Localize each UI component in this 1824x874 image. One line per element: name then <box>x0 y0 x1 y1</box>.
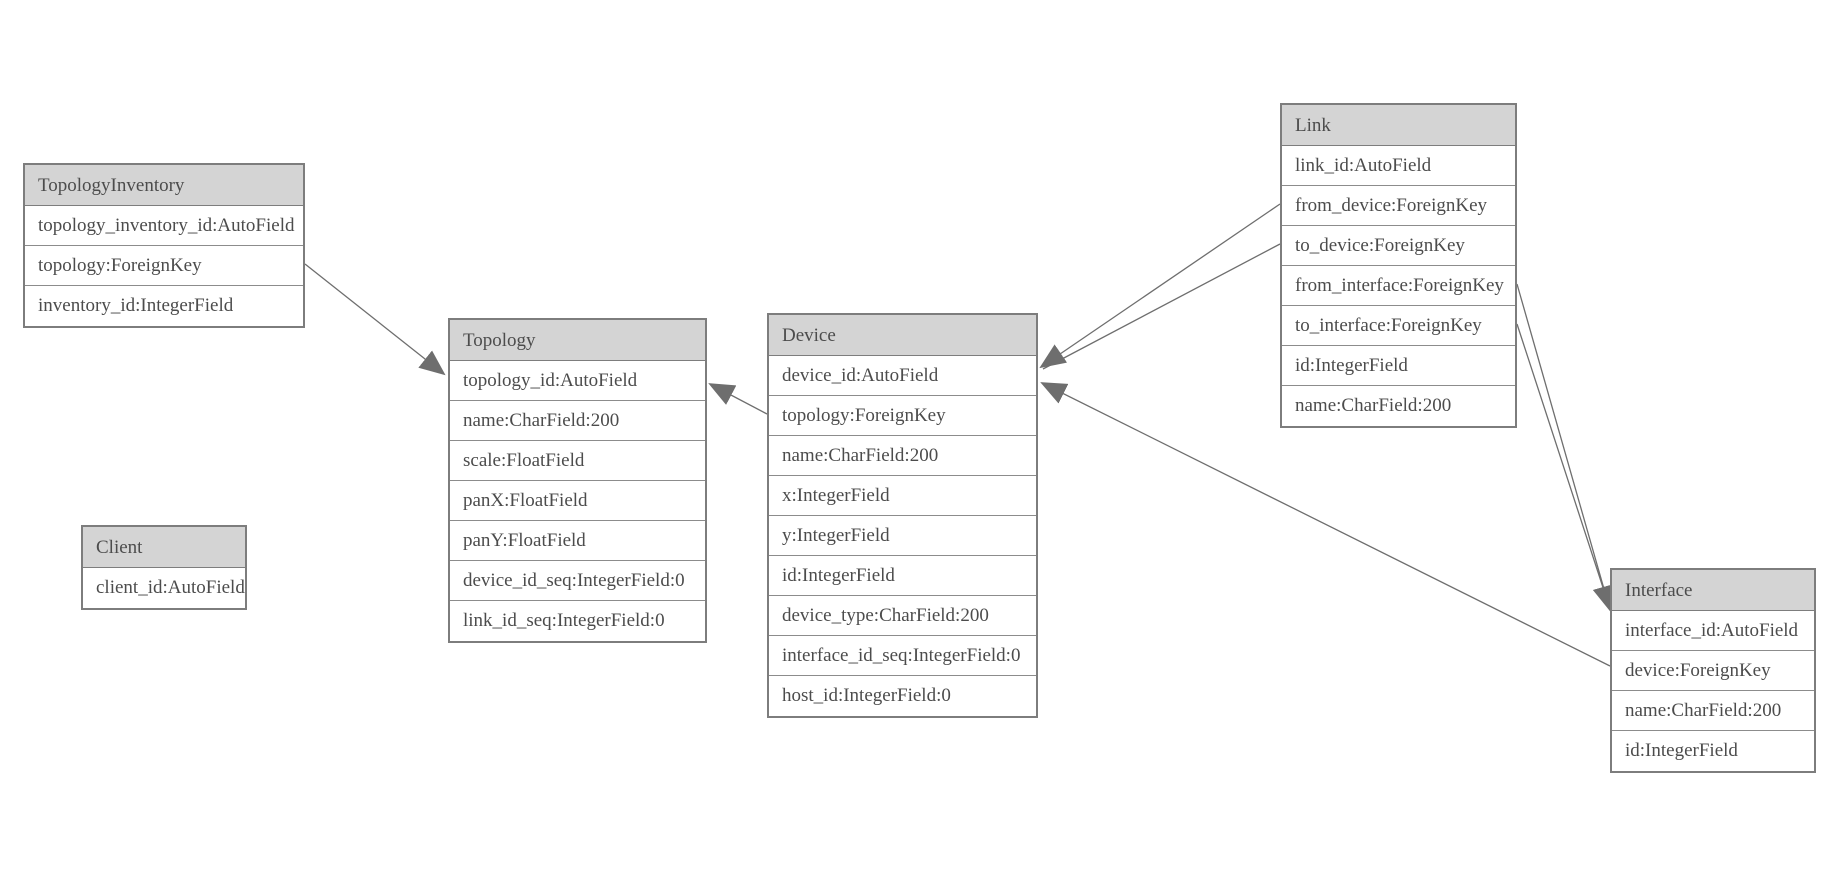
edge-device-topology <box>708 383 768 415</box>
entity-name: Topology <box>450 320 705 361</box>
field-row-device: device:ForeignKey <box>1612 651 1814 691</box>
field-row-topology: topology:ForeignKey <box>769 396 1036 436</box>
field-row-name: name:CharField:200 <box>1612 691 1814 731</box>
edge-link-to-interface-interface <box>1516 323 1612 613</box>
entity-client: Client client_id:AutoField <box>81 525 247 610</box>
field-row-interface_id: interface_id:AutoField <box>1612 611 1814 651</box>
edge-topologyinventory-topology <box>304 263 446 376</box>
field-row-to_device: to_device:ForeignKey <box>1282 226 1515 266</box>
field-row-from_interface: from_interface:ForeignKey <box>1282 266 1515 306</box>
field-row-link_id_seq: link_id_seq:IntegerField:0 <box>450 601 705 641</box>
field-row-y: y:IntegerField <box>769 516 1036 556</box>
field-row-topology: topology:ForeignKey <box>25 246 303 286</box>
field-row-scale: scale:FloatField <box>450 441 705 481</box>
entity-name: Device <box>769 315 1036 356</box>
field-row-device_id_seq: device_id_seq:IntegerField:0 <box>450 561 705 601</box>
entity-name: Client <box>83 527 245 568</box>
field-row-to_interface: to_interface:ForeignKey <box>1282 306 1515 346</box>
field-row-name: name:CharField:200 <box>450 401 705 441</box>
field-row-id: id:IntegerField <box>1612 731 1814 771</box>
field-row-panX: panX:FloatField <box>450 481 705 521</box>
edge-link-from-device-device <box>1039 203 1281 369</box>
field-row-interface_id_seq: interface_id_seq:IntegerField:0 <box>769 636 1036 676</box>
edge-link-from-interface-interface <box>1516 283 1614 612</box>
field-row-id: id:IntegerField <box>1282 346 1515 386</box>
edge-link-to-device-device <box>1042 243 1281 370</box>
field-row-host_id: host_id:IntegerField:0 <box>769 676 1036 716</box>
field-row-x: x:IntegerField <box>769 476 1036 516</box>
field-row-id: id:IntegerField <box>769 556 1036 596</box>
field-row-topology_id: topology_id:AutoField <box>450 361 705 401</box>
field-row-name: name:CharField:200 <box>1282 386 1515 426</box>
field-row-inventory_id: inventory_id:IntegerField <box>25 286 303 326</box>
entity-name: TopologyInventory <box>25 165 303 206</box>
entity-name: Link <box>1282 105 1515 146</box>
field-row-device_id: device_id:AutoField <box>769 356 1036 396</box>
field-row-name: name:CharField:200 <box>769 436 1036 476</box>
field-row-from_device: from_device:ForeignKey <box>1282 186 1515 226</box>
field-row-panY: panY:FloatField <box>450 521 705 561</box>
field-row-topology_inventory_id: topology_inventory_id:AutoField <box>25 206 303 246</box>
field-row-client_id: client_id:AutoField <box>83 568 245 608</box>
field-row-link_id: link_id:AutoField <box>1282 146 1515 186</box>
entity-name: Interface <box>1612 570 1814 611</box>
field-row-device_type: device_type:CharField:200 <box>769 596 1036 636</box>
entity-topologyinventory: TopologyInventory topology_inventory_id:… <box>23 163 305 328</box>
